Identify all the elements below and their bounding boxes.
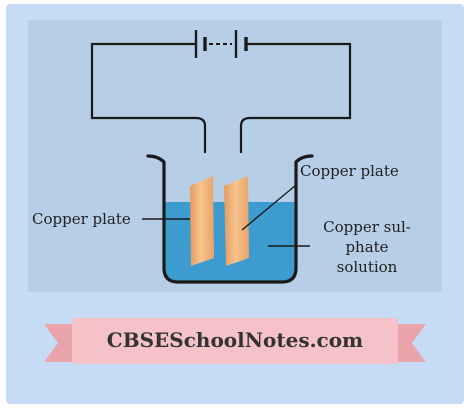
circuit-wire <box>90 42 207 153</box>
solution-label-line2: phate <box>345 238 389 256</box>
battery-icon <box>194 30 248 58</box>
right-plate-label: Copper plate <box>300 162 399 180</box>
left-copper-plate <box>190 176 214 266</box>
watermark-text: CBSESchoolNotes.com <box>106 328 364 352</box>
watermark-ribbon <box>44 318 426 364</box>
beaker <box>146 154 314 284</box>
solution-label-line3: solution <box>336 258 398 276</box>
solution-label-line1: Copper sul- <box>323 218 411 236</box>
leader-line-right-plate <box>241 184 297 231</box>
circuit-wire <box>239 42 352 153</box>
right-copper-plate <box>224 176 249 266</box>
left-plate-label: Copper plate <box>32 210 131 228</box>
